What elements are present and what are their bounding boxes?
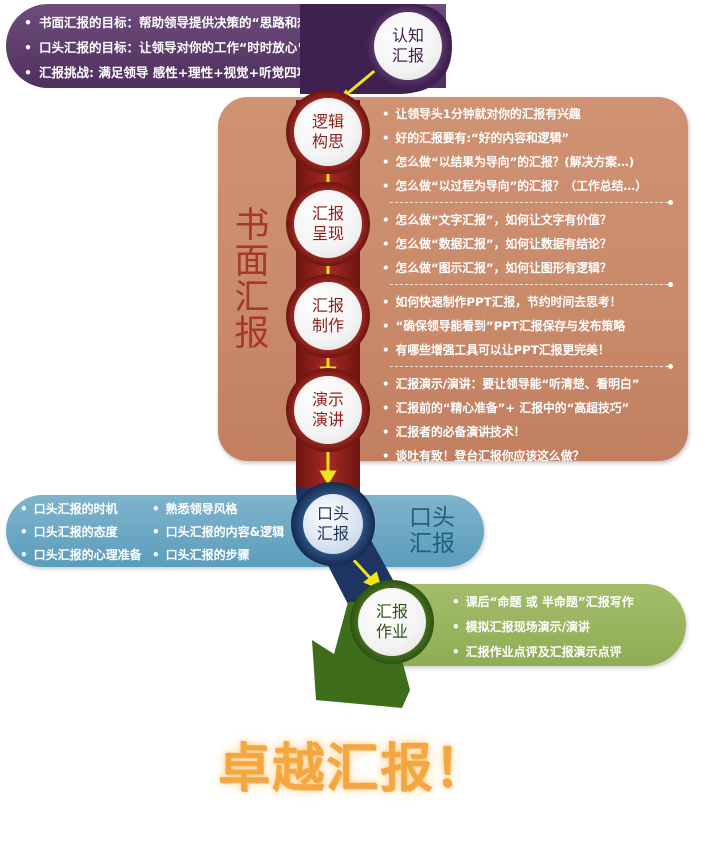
intro-node: 认知汇报 — [374, 12, 442, 80]
goal-oral: 口头汇报的目标：让领导对你的工作“时时放心” — [24, 35, 446, 60]
make-node: 汇报制作 — [294, 282, 362, 350]
written-item: 谈吐有致！登台汇报你应该这么做？ — [382, 444, 682, 468]
oral-left-list: 口头汇报的时机 口头汇报的态度 口头汇报的心理准备 — [20, 498, 142, 567]
homework-node-label: 汇报作业 — [375, 602, 408, 641]
written-report-list: 让领导头1分钟就对你的汇报有兴趣 好的汇报要有:“好的内容和逻辑” 怎么做“以结… — [382, 102, 682, 468]
oral-node-label: 口头汇报 — [316, 504, 349, 543]
written-item: 怎么做“以结果为导向”的汇报？(解决方案…) — [382, 150, 682, 174]
final-banner: 卓越汇报！ — [217, 739, 488, 799]
section-divider — [390, 200, 673, 205]
oral-item: 口头汇报的内容&逻辑 — [152, 521, 284, 544]
written-item: 怎么做“文字汇报”，如何让文字有价值？ — [382, 208, 682, 232]
section-divider — [390, 364, 673, 369]
oral-item: 口头汇报的态度 — [20, 521, 142, 544]
written-item: 怎么做“数据汇报”，如何让数据有结论？ — [382, 232, 682, 256]
homework-list: 课后“命题 或 半命题”汇报写作 模拟汇报现场演示/演讲 汇报作业点评及汇报演示… — [452, 590, 634, 665]
written-item: 汇报前的“精心准备”+ 汇报中的“高超技巧” — [382, 396, 682, 420]
goal-written: 书面汇报的目标：帮助领导提供决策的“思路和想法” — [24, 10, 446, 35]
written-item: 怎么做“以过程为导向”的汇报？（工作总结…） — [382, 174, 682, 198]
homework-item: 课后“命题 或 半命题”汇报写作 — [452, 590, 634, 615]
written-item: 好的汇报要有:“好的内容和逻辑” — [382, 126, 682, 150]
oral-node: 口头汇报 — [299, 490, 367, 558]
homework-node: 汇报作业 — [358, 588, 426, 656]
oral-inner — [303, 494, 363, 554]
oral-right-list: 熟悉领导风格 口头汇报的内容&逻辑 口头汇报的步骤 — [152, 498, 284, 567]
homework-item: 汇报作业点评及汇报演示点评 — [452, 640, 634, 665]
written-item: 汇报者的必备演讲技术！ — [382, 420, 682, 444]
intro-node-label: 认知汇报 — [391, 26, 424, 65]
logic-node-label: 逻辑构思 — [311, 112, 344, 151]
written-item: 汇报演示/演讲：要让领导能“听清楚、看明白” — [382, 372, 682, 396]
written-item: “确保领导能看到”PPT汇报保存与发布策略 — [382, 314, 682, 338]
present-node: 汇报呈现 — [294, 190, 362, 258]
logic-node: 逻辑构思 — [294, 98, 362, 166]
written-item: 让领导头1分钟就对你的汇报有兴趣 — [382, 102, 682, 126]
oral-item: 熟悉领导风格 — [152, 498, 284, 521]
oral-item: 口头汇报的时机 — [20, 498, 142, 521]
oral-item: 口头汇报的心理准备 — [20, 544, 142, 567]
make-node-label: 汇报制作 — [311, 296, 344, 335]
written-item: 有哪些增强工具可以让PPT汇报更完美！ — [382, 338, 682, 362]
oral-report-title: 口头汇报 — [409, 505, 455, 557]
homework-item: 模拟汇报现场演示/演讲 — [452, 615, 634, 640]
speech-node: 演示演讲 — [294, 376, 362, 444]
present-node-label: 汇报呈现 — [311, 204, 344, 243]
written-item: 如何快速制作PPT汇报，节约时间去思考！ — [382, 290, 682, 314]
speech-node-label: 演示演讲 — [311, 390, 344, 429]
written-item: 怎么做“图示汇报”，如何让图形有逻辑？ — [382, 256, 682, 280]
section-divider — [390, 282, 673, 287]
oral-item: 口头汇报的步骤 — [152, 544, 284, 567]
goal-challenge: 汇报挑战: 满足领导 感性+理性+视觉+听觉四项要求 — [24, 60, 446, 85]
written-report-title: 书面汇报 — [234, 206, 270, 354]
